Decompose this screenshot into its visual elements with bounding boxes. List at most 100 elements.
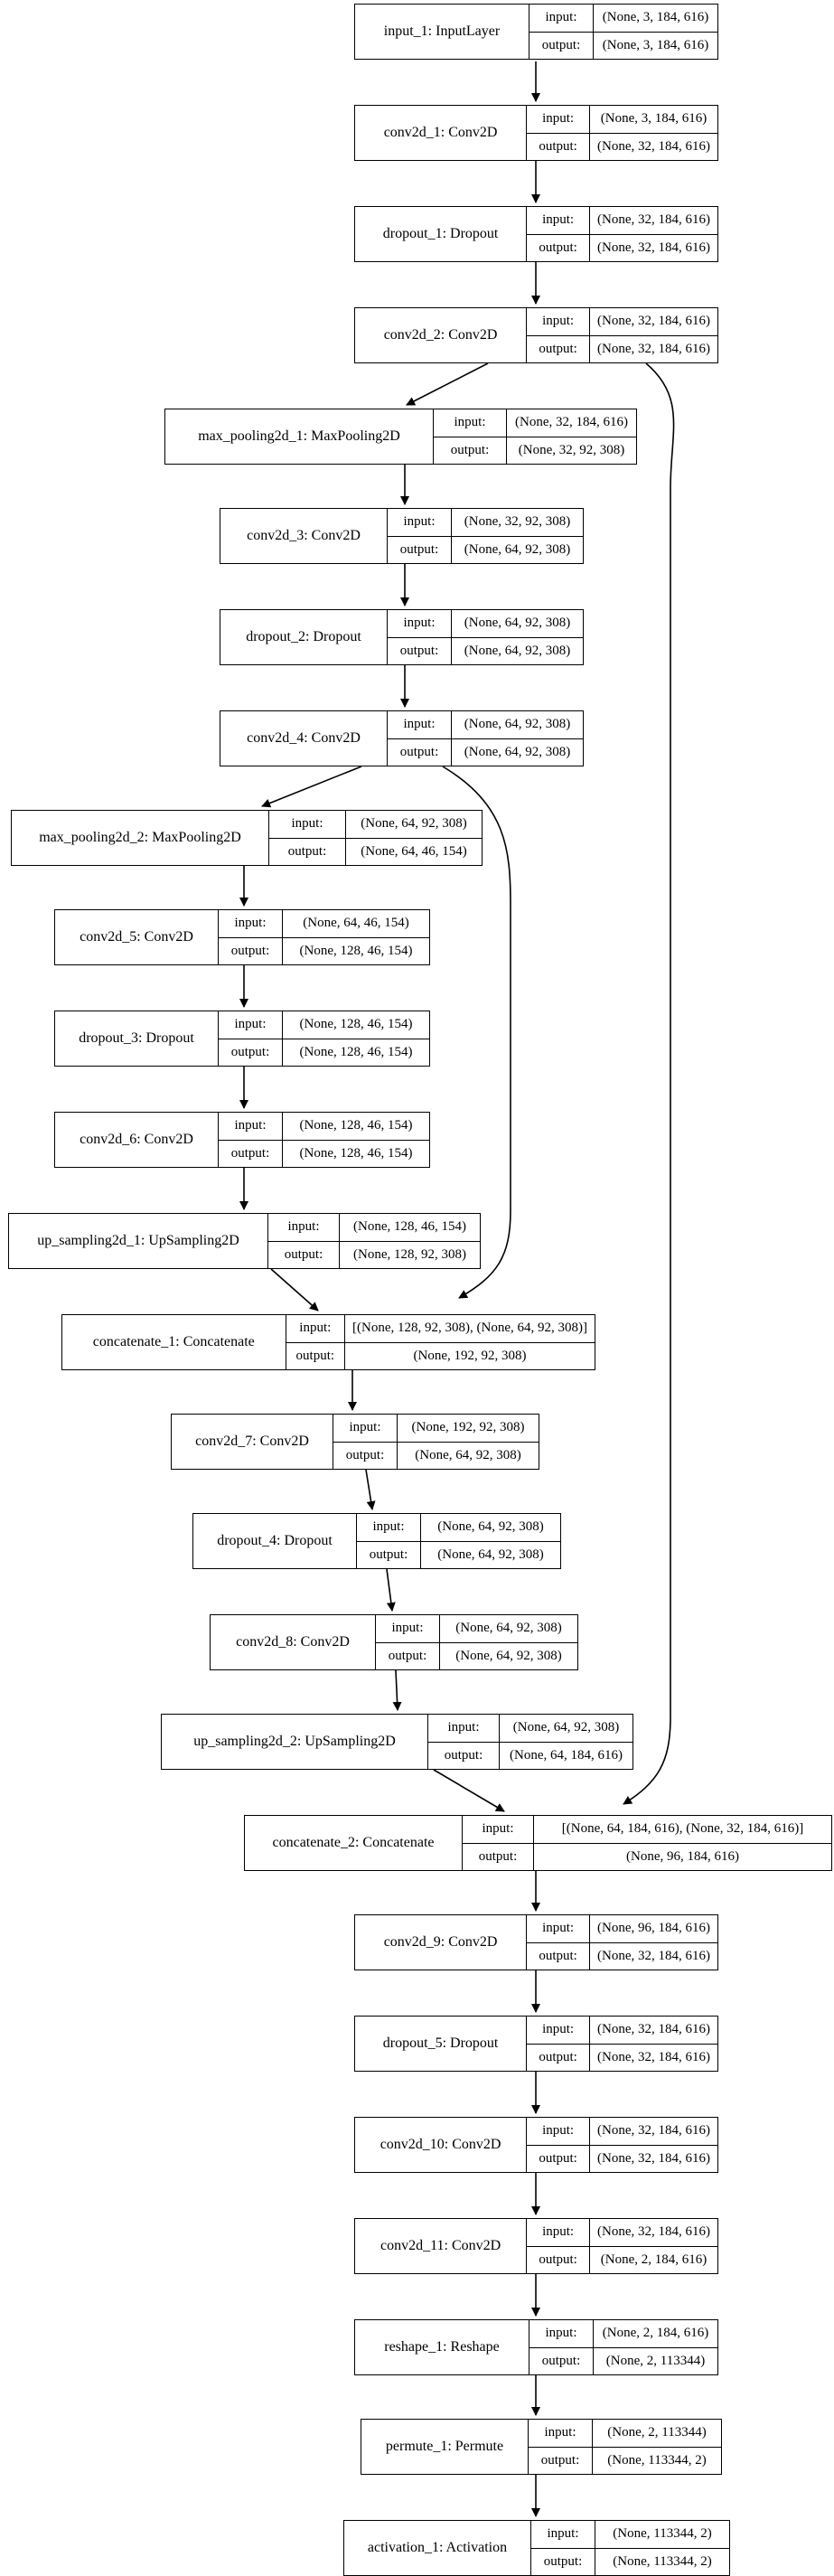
layer-name: dropout_3: Dropout [55,1011,219,1066]
input-label: input: [403,717,436,732]
layer-name: conv2d_11: Conv2D [355,2219,528,2273]
input-label: input: [234,916,267,931]
input-label: input: [287,1219,320,1235]
output-label: output: [269,837,345,866]
output-label: output: [357,1540,420,1569]
input-shape: (None, 96, 184, 616) [597,1921,710,1936]
layer-name: conv2d_10: Conv2D [355,2118,528,2172]
input-shape: (None, 32, 184, 616) [597,314,710,329]
output-shape: (None, 128, 46, 154) [283,1139,429,1168]
input-shape: (None, 2, 113344) [607,2425,707,2440]
layer-name: max_pooling2d_2: MaxPooling2D [12,811,269,865]
output-label: output: [286,1341,345,1370]
layer-node-conv2d_1: conv2d_1: Conv2D input: output: (None, 3, 1… [354,105,718,161]
output-label: output: [529,31,593,60]
input-shape: (None, 128, 46, 154) [353,1219,466,1235]
output-shape: (None, 64, 92, 308) [452,535,583,564]
input-shape: (None, 3, 184, 616) [600,111,707,127]
layer-name: dropout_2: Dropout [220,610,388,664]
layer-name: concatenate_2: Concatenate [245,1816,463,1870]
input-shape: (None, 3, 184, 616) [602,10,709,25]
output-shape: (None, 192, 92, 308) [345,1341,595,1370]
input-shape: (None, 64, 92, 308) [464,616,571,631]
output-shape: (None, 64, 92, 308) [452,636,583,665]
input-label: input: [234,1118,267,1133]
output-label: output: [219,1139,282,1168]
input-label: input: [547,2526,579,2542]
input-label: input: [372,1519,405,1535]
layer-name: dropout_5: Dropout [355,2017,528,2071]
output-shape: (None, 64, 184, 616) [500,1741,633,1770]
layer-name: conv2d_3: Conv2D [220,509,388,563]
output-shape: (None, 2, 184, 616) [590,2245,717,2274]
layer-name: concatenate_1: Concatenate [62,1315,286,1369]
input-shape: (None, 192, 92, 308) [411,1420,525,1435]
output-label: output: [434,436,506,465]
output-shape: (None, 32, 184, 616) [590,233,717,262]
input-shape: (None, 64, 92, 308) [455,1621,562,1636]
input-shape: (None, 2, 184, 616) [602,2326,709,2341]
input-label: input: [482,1821,514,1837]
input-label: input: [403,616,436,631]
edge-conv2d_2-concatenate_2 [623,362,675,1805]
output-label: output: [527,2144,590,2173]
input-shape: (None, 113344, 2) [613,2526,712,2542]
output-label: output: [527,1941,590,1970]
layer-name: conv2d_9: Conv2D [355,1915,528,1970]
input-label: input: [545,10,577,25]
layer-node-concatenate_2: concatenate_2: Concatenate input: output: [… [244,1815,832,1871]
input-shape: (None, 64, 92, 308) [437,1519,544,1535]
layer-name: reshape_1: Reshape [355,2320,529,2374]
output-label: output: [527,132,590,161]
output-label: output: [527,233,590,262]
output-shape: (None, 128, 46, 154) [283,1038,429,1067]
layer-name: activation_1: Activation [344,2521,531,2575]
layer-name: conv2d_8: Conv2D [211,1615,376,1669]
input-shape: (None, 32, 184, 616) [597,2022,710,2037]
output-shape: (None, 2, 113344) [594,2346,717,2375]
input-label: input: [542,111,575,127]
output-shape: (None, 64, 92, 308) [440,1641,577,1670]
input-label: input: [542,212,575,228]
output-label: output: [219,936,282,965]
input-shape: (None, 32, 184, 616) [597,212,710,228]
edge-conv2d_7-dropout_4 [365,1469,376,1510]
edge-conv2d_2-max_pooling2d_1 [406,362,489,406]
edge-up_sampling2d_2-concatenate_2 [433,1769,505,1812]
output-label: output: [388,738,451,766]
edge-up_sampling2d_1-concatenate_1 [270,1268,319,1312]
layer-name: permute_1: Permute [361,2420,529,2474]
layer-name: conv2d_1: Conv2D [355,106,528,160]
output-shape: (None, 32, 184, 616) [590,334,717,363]
input-shape: (None, 64, 92, 308) [512,1720,620,1735]
output-shape: (None, 32, 184, 616) [590,2144,717,2173]
input-shape: [(None, 64, 184, 616), (None, 32, 184, 6… [561,1821,804,1837]
output-shape: (None, 32, 184, 616) [590,2043,717,2072]
output-label: output: [388,636,451,665]
layer-name: up_sampling2d_1: UpSampling2D [9,1214,268,1268]
layer-name: up_sampling2d_2: UpSampling2D [162,1715,428,1769]
input-label: input: [454,415,486,430]
output-shape: (None, 3, 184, 616) [594,31,717,60]
output-label: output: [388,535,451,564]
layer-name: conv2d_6: Conv2D [55,1113,219,1167]
input-label: input: [403,514,436,530]
input-shape: (None, 64, 92, 308) [361,816,467,832]
input-label: input: [447,1720,480,1735]
output-label: output: [376,1641,439,1670]
output-shape: (None, 64, 92, 308) [398,1441,539,1470]
output-label: output: [463,1842,533,1871]
